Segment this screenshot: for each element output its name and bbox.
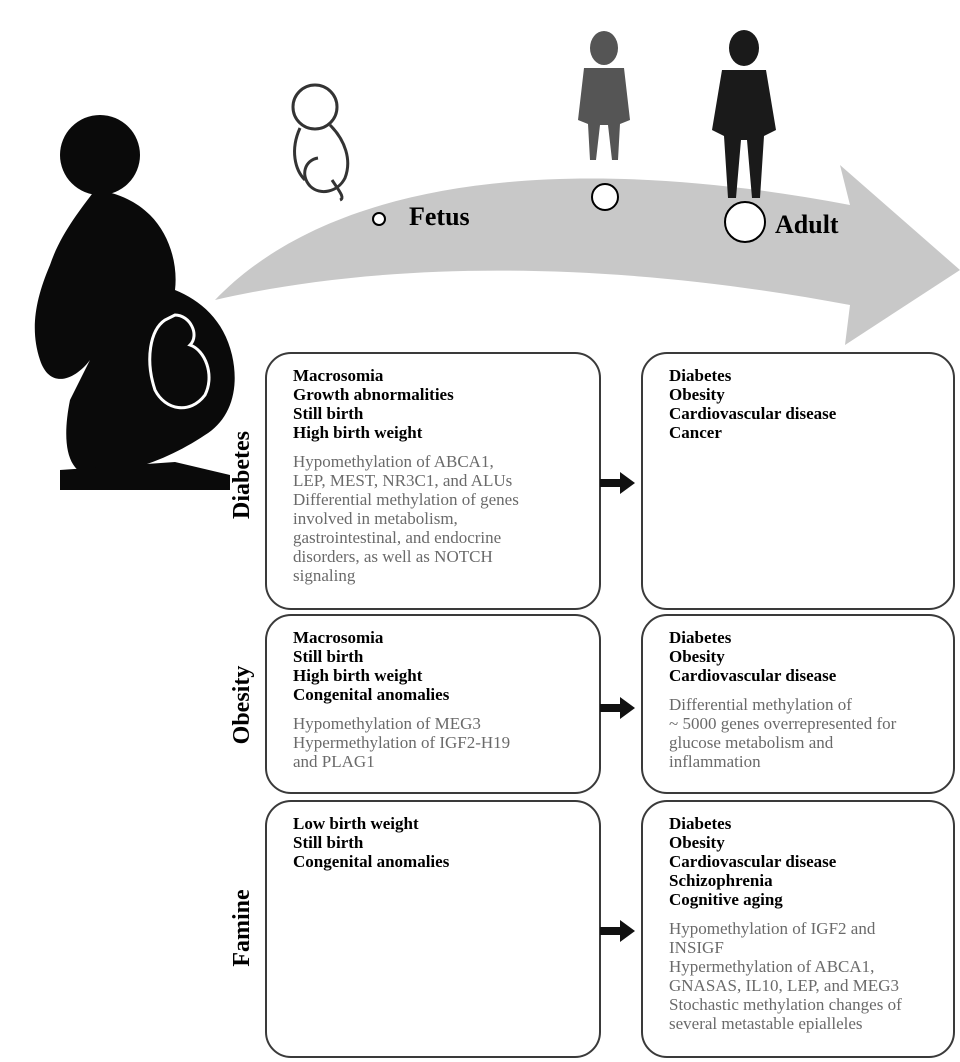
famine-offspring-box: Low birth weight Still birth Congenital … [265, 800, 601, 1058]
obesity-offspring-notes: Hypomethylation of MEG3 Hypermethylation… [293, 714, 585, 771]
outcome-item: Cardiovascular disease [669, 852, 837, 871]
right-arrow-icon [600, 920, 635, 942]
diabetes-offspring-outcomes: Macrosomia Growth abnormalities Still bi… [293, 366, 585, 442]
outcome-item: Cardiovascular disease [669, 404, 837, 423]
famine-adult-outcomes: Diabetes Obesity Cardiovascular disease … [669, 814, 939, 909]
outcome-item: Schizophrenia [669, 871, 773, 890]
row-label-obesity: Obesity [229, 665, 255, 745]
diabetes-adult-outcomes: Diabetes Obesity Cardiovascular disease … [669, 366, 939, 442]
outcome-item: Obesity [669, 833, 725, 852]
stage-label-fetus: Fetus [409, 202, 470, 231]
note-line: Hypomethylation of ABCA1, [293, 452, 494, 471]
outcome-item: Macrosomia [293, 366, 384, 385]
outcome-item: Congenital anomalies [293, 685, 450, 704]
outcome-item: Cancer [669, 423, 722, 442]
outcome-item: Congenital anomalies [293, 852, 450, 871]
famine-offspring-outcomes: Low birth weight Still birth Congenital … [293, 814, 585, 871]
outcome-item: Obesity [669, 385, 725, 404]
note-line: ~ 5000 genes overrepresented for [669, 714, 897, 733]
note-line: GNASAS, IL10, LEP, and MEG3 [669, 976, 899, 995]
outcome-item: Macrosomia [293, 628, 384, 647]
outcome-item: Cardiovascular disease [669, 666, 837, 685]
obesity-offspring-outcomes: Macrosomia Still birth High birth weight… [293, 628, 585, 704]
note-line: and PLAG1 [293, 752, 375, 771]
note-line: glucose metabolism and [669, 733, 834, 752]
row-label-famine: Famine [229, 889, 255, 967]
adult-silhouette-icon [712, 30, 776, 198]
outcome-item: Diabetes [669, 366, 732, 385]
fetus-drawing-icon [291, 83, 350, 202]
note-line: several metastable epialleles [669, 1014, 863, 1033]
note-line: gastrointestinal, and endocrine [293, 528, 502, 547]
obesity-offspring-box: Macrosomia Still birth High birth weight… [265, 614, 601, 794]
note-line: Differential methylation of [669, 695, 852, 714]
outcome-item: High birth weight [293, 423, 423, 442]
note-line: signaling [293, 566, 356, 585]
outcome-item: Low birth weight [293, 814, 419, 833]
note-line: Stochastic methylation changes of [669, 995, 902, 1014]
obesity-adult-outcomes: Diabetes Obesity Cardiovascular disease [669, 628, 939, 685]
right-arrow-icon [600, 472, 635, 494]
outcome-item: Growth abnormalities [293, 385, 454, 404]
outcome-item: Diabetes [669, 814, 732, 833]
outcome-item: Diabetes [669, 628, 732, 647]
outcome-item: High birth weight [293, 666, 423, 685]
right-arrow-icon [600, 697, 635, 719]
note-line: Hypomethylation of MEG3 [293, 714, 481, 733]
fetus-stage-circle [372, 212, 386, 226]
note-line: disorders, as well as NOTCH [293, 547, 493, 566]
note-line: Differential methylation of genes [293, 490, 519, 509]
note-line: LEP, MEST, NR3C1, and ALUs [293, 471, 513, 490]
famine-adult-box: Diabetes Obesity Cardiovascular disease … [641, 800, 955, 1058]
adult-stage-circle [724, 201, 766, 243]
diabetes-adult-box: Diabetes Obesity Cardiovascular disease … [641, 352, 955, 610]
note-line: inflammation [669, 752, 761, 771]
note-line: INSIGF [669, 938, 724, 957]
obesity-adult-notes: Differential methylation of ~ 5000 genes… [669, 695, 939, 771]
note-line: Hypermethylation of IGF2-H19 [293, 733, 511, 752]
row-label-diabetes: Diabetes [229, 431, 255, 519]
outcome-item: Still birth [293, 833, 364, 852]
timeline-arrow [215, 165, 960, 345]
outcome-item: Cognitive aging [669, 890, 783, 909]
pregnant-woman-silhouette-icon [34, 115, 235, 490]
note-line: Hypermethylation of ABCA1, [669, 957, 875, 976]
obesity-adult-box: Diabetes Obesity Cardiovascular disease … [641, 614, 955, 794]
diabetes-offspring-box: Macrosomia Growth abnormalities Still bi… [265, 352, 601, 610]
child-stage-circle [591, 183, 619, 211]
outcome-item: Still birth [293, 647, 364, 666]
note-line: Hypomethylation of IGF2 and [669, 919, 876, 938]
stage-label-adult: Adult [775, 210, 839, 239]
outcome-item: Still birth [293, 404, 364, 423]
famine-adult-notes: Hypomethylation of IGF2 and INSIGF Hyper… [669, 919, 939, 1033]
outcome-item: Obesity [669, 647, 725, 666]
diabetes-offspring-notes: Hypomethylation of ABCA1, LEP, MEST, NR3… [293, 452, 585, 585]
note-line: involved in metabolism, [293, 509, 458, 528]
child-silhouette-icon [578, 31, 630, 160]
